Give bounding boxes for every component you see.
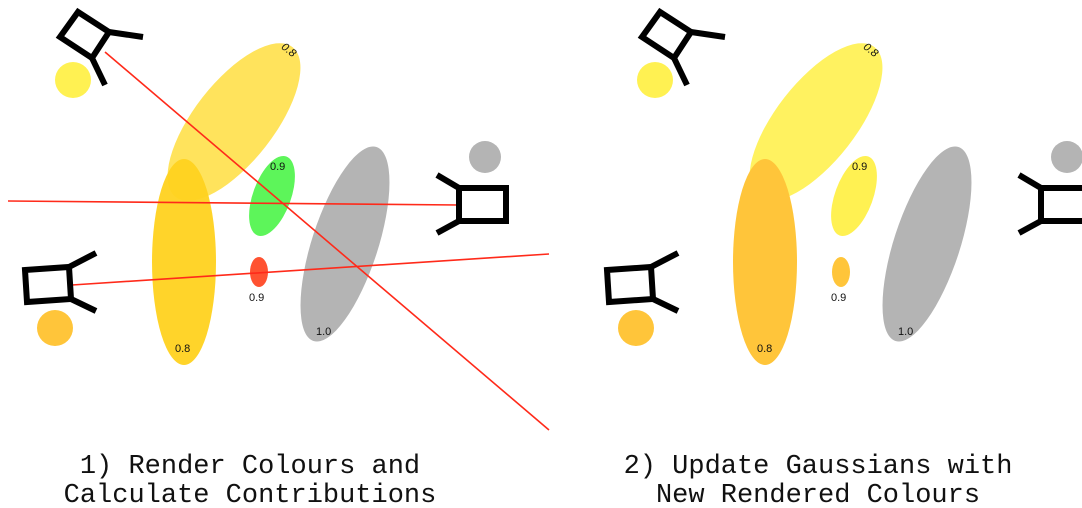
left-label-vertical: 0.8	[175, 343, 190, 355]
right-gaussian-grey	[882, 146, 972, 342]
left-camera-dot-yellow	[55, 62, 91, 98]
left-gaussian-grey	[300, 146, 390, 342]
right-label-vertical: 0.8	[757, 343, 772, 355]
left-gaussian-diagonal	[167, 43, 301, 201]
left-panel: 0.8 0.9 1.0 0.8 0.9 1) Render Colours an…	[7, 7, 550, 508]
left-caption-line2: Calculate Contributions	[64, 481, 437, 508]
right-camera-right-icon	[1017, 172, 1082, 236]
left-camera-right-icon	[435, 172, 509, 236]
left-label-green: 0.9	[270, 161, 285, 173]
left-camera-top-icon	[55, 7, 144, 87]
left-camera-dot-orange	[37, 310, 73, 346]
right-camera-dot-grey	[1051, 141, 1082, 173]
right-gaussian-diagonal	[749, 43, 883, 201]
right-caption-line2: New Rendered Colours	[656, 481, 980, 508]
left-camera-left-icon	[21, 250, 98, 314]
left-gaussian-vertical	[152, 159, 216, 365]
left-ray-bottom	[71, 253, 550, 286]
right-gaussian-vertical	[733, 159, 797, 365]
right-label-grey: 1.0	[898, 326, 913, 338]
left-gaussian-green	[249, 156, 295, 236]
right-camera-left-icon	[603, 250, 680, 314]
right-gaussian-small-yellow	[831, 156, 877, 236]
left-camera-dot-grey	[469, 141, 501, 173]
left-caption-line1: 1) Render Colours and	[80, 452, 420, 482]
left-gaussian-red	[250, 257, 268, 287]
right-camera-dot-orange	[618, 310, 654, 346]
right-camera-top-icon	[637, 7, 726, 87]
right-camera-dot-yellow	[637, 62, 673, 98]
right-caption-line1: 2) Update Gaussians with	[624, 452, 1013, 482]
left-ray-middle	[7, 200, 460, 206]
right-panel: 0.8 0.9 1.0 0.8 0.9 2) Update Gaussians …	[603, 7, 1082, 508]
left-label-grey: 1.0	[316, 326, 331, 338]
right-label-small-orange: 0.9	[831, 292, 846, 304]
right-label-small-yellow: 0.9	[852, 161, 867, 173]
left-ray-top	[104, 51, 550, 431]
left-label-red: 0.9	[249, 292, 264, 304]
right-gaussian-small-orange	[832, 257, 850, 287]
